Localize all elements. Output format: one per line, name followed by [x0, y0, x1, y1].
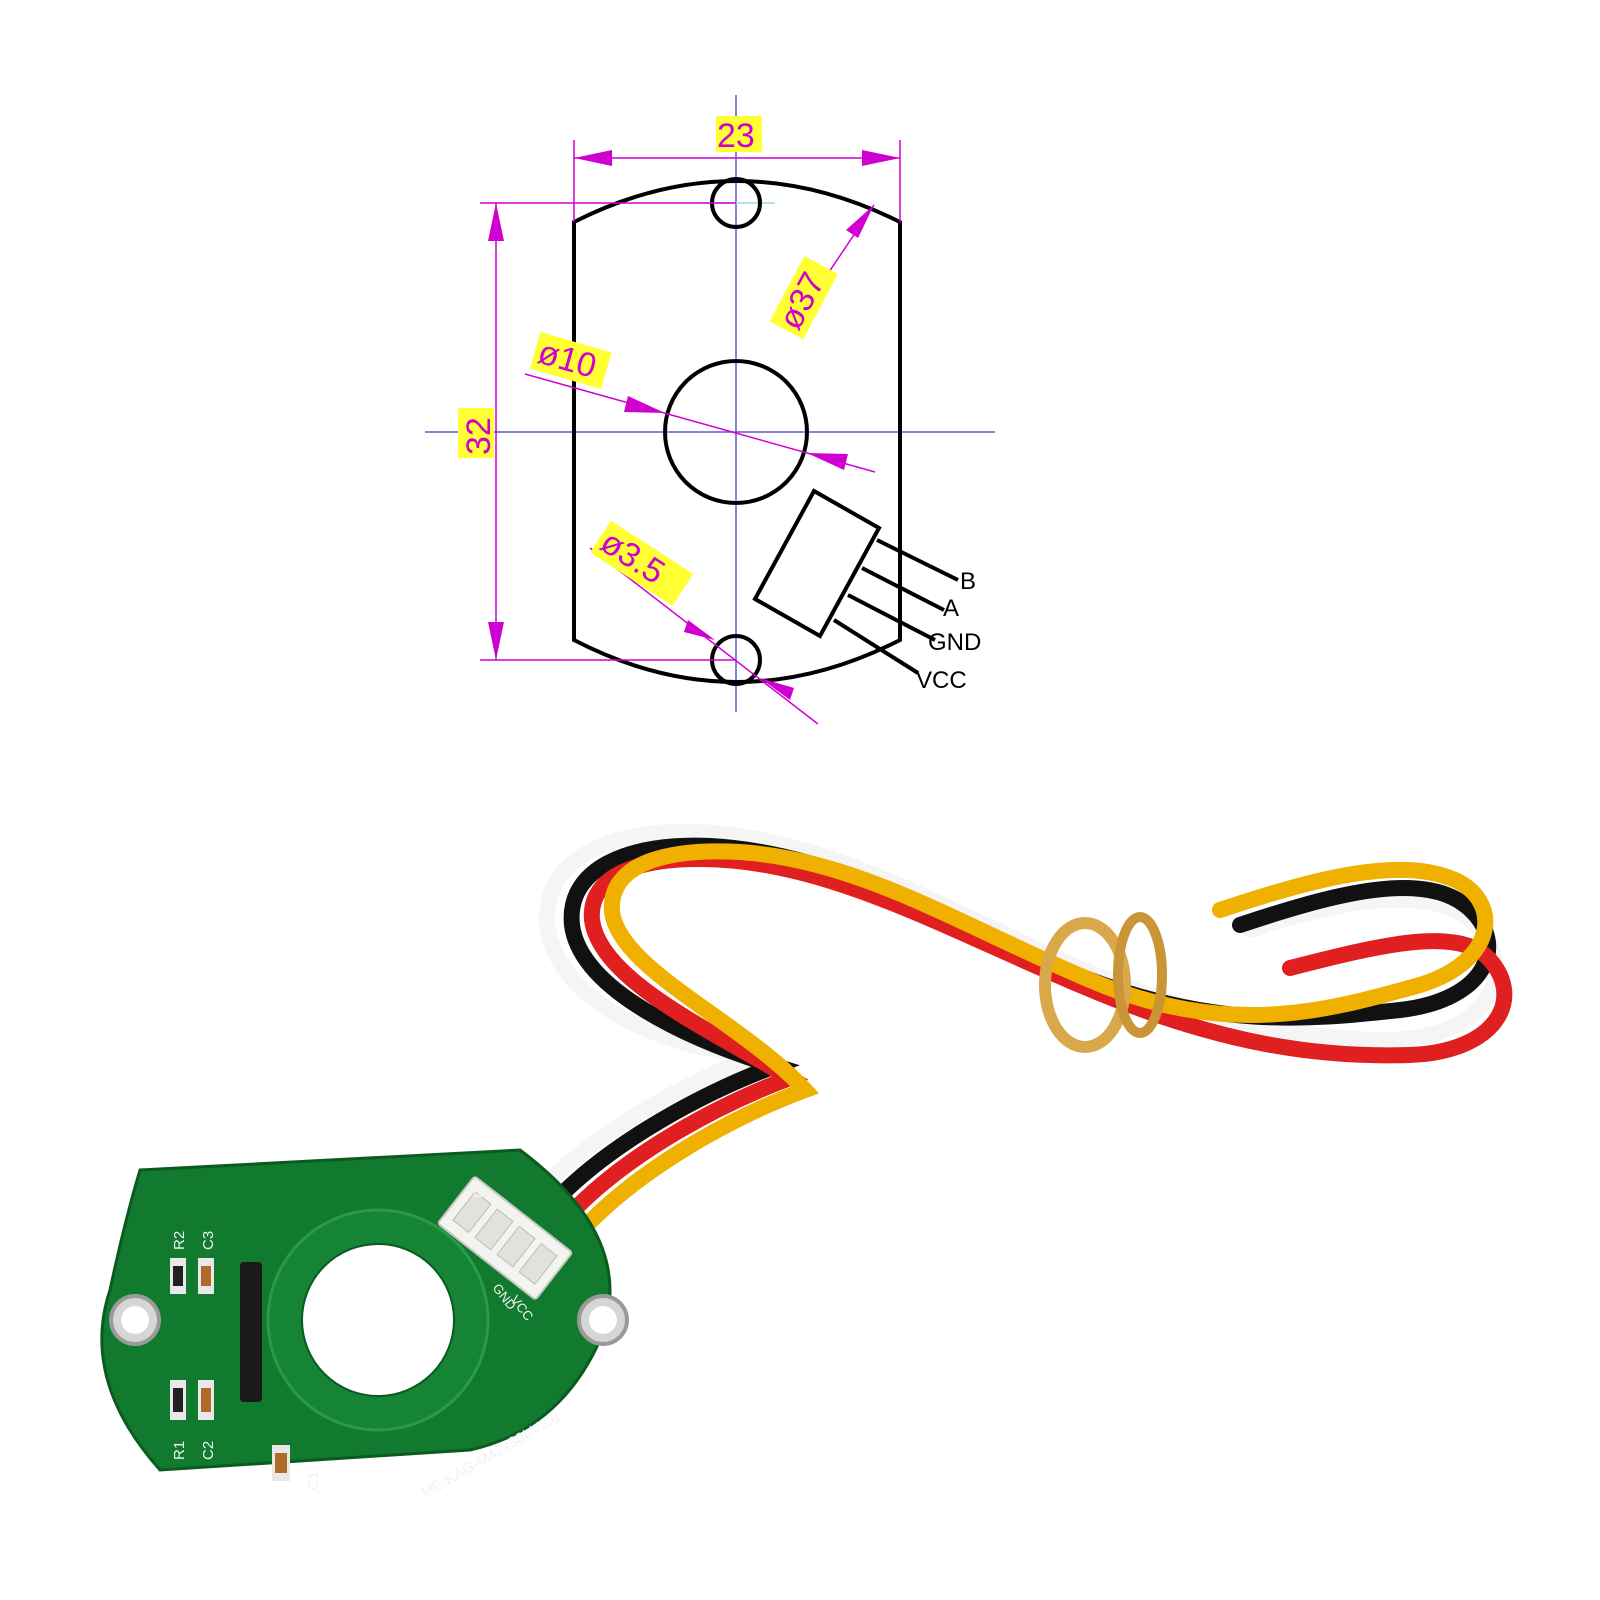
smd-components	[170, 1258, 290, 1481]
mount-hole-label-highlight	[590, 520, 694, 606]
hall-sensor-chip	[240, 1262, 262, 1402]
mount-hole-label-group: ø3.5	[590, 520, 694, 606]
center-hole-label-highlight	[529, 332, 612, 389]
pin-label-vcc: VCC	[916, 667, 967, 694]
connector-label-b: B	[471, 1188, 488, 1198]
pin-label-gnd: GND	[928, 629, 981, 656]
label-r2: R2	[171, 1231, 188, 1250]
center-hole	[663, 359, 809, 505]
label-c3: C3	[200, 1231, 217, 1250]
height-label-highlight	[458, 408, 494, 458]
label-c1: C1	[305, 1471, 322, 1490]
mount-hole-dimension	[589, 547, 819, 725]
width-label-highlight	[716, 116, 762, 152]
pcb-left-hole-inner	[121, 1306, 149, 1334]
dimension-drawing: B A GND VCC 23 32	[425, 95, 995, 725]
pcb-right-hole-inner	[589, 1306, 617, 1334]
center-hole-label: ø10	[534, 333, 601, 386]
pcb-connector	[437, 1176, 573, 1300]
width-dimension	[573, 140, 901, 222]
label-c2: C2	[200, 1441, 217, 1460]
rubber-band	[1039, 917, 1131, 1053]
hole-spacing-label-highlight	[769, 256, 838, 340]
height-label: 32	[460, 417, 498, 455]
yellow-wire	[578, 843, 1494, 1234]
center-hole-dimension	[524, 373, 876, 473]
width-label: 23	[717, 117, 755, 155]
rubber-band-2	[1113, 912, 1167, 1038]
height-dimension	[480, 202, 736, 661]
board-outline	[572, 179, 902, 684]
connector-body	[752, 488, 882, 639]
hole-spacing-label-group: ø37	[769, 256, 838, 340]
wire-harness	[537, 823, 1513, 1234]
center-hole-label-group: ø10	[529, 332, 612, 389]
connector-pins	[832, 538, 959, 675]
sensor-photo: R2 C3 R1 C2 C1 B GND VCC HE-KAG-M42x30I-…	[100, 823, 1513, 1501]
pcb-center-hole	[301, 1243, 455, 1397]
label-r1: R1	[171, 1441, 188, 1460]
pin-label-b: B	[960, 568, 976, 595]
pin-label-a: A	[943, 595, 959, 622]
